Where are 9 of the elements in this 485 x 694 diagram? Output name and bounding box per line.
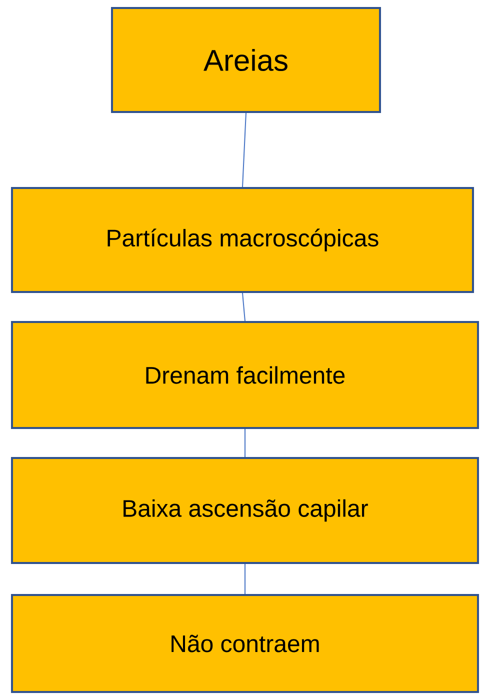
process-box: Areias bbox=[111, 7, 381, 113]
connector-line bbox=[242, 292, 246, 322]
process-box: Não contraem bbox=[11, 594, 479, 693]
connector-line bbox=[242, 112, 246, 188]
process-box: Drenam facilmente bbox=[11, 321, 479, 429]
process-box: Partículas macroscópicas bbox=[11, 187, 474, 293]
process-box: Baixa ascensão capilar bbox=[11, 457, 479, 564]
connector-line bbox=[244, 428, 246, 458]
connector-line bbox=[244, 564, 246, 594]
